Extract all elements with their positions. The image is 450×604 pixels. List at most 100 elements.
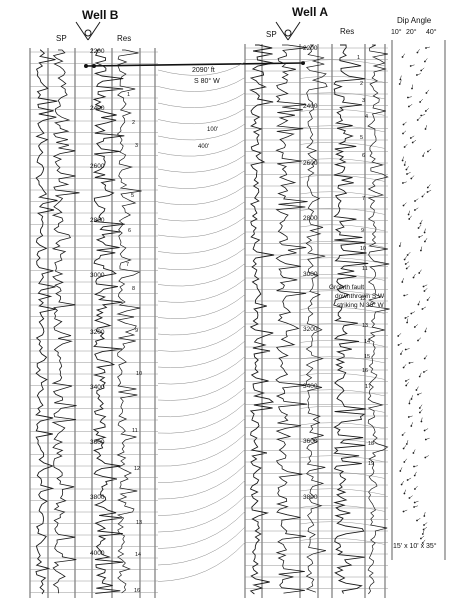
dip-tail bbox=[413, 465, 418, 467]
correlation-curve bbox=[157, 495, 246, 533]
dip-tail bbox=[416, 386, 419, 391]
well-a-zone-number: 12 bbox=[360, 296, 366, 302]
dip-tail bbox=[422, 193, 426, 197]
dip-tail bbox=[427, 189, 432, 193]
dip-tail bbox=[424, 288, 428, 292]
well-a-zone-number: 14 bbox=[364, 339, 370, 345]
well-a-depth-label: 3200 bbox=[303, 326, 318, 333]
well-b-depth-label: 3200 bbox=[90, 329, 105, 336]
correlation-curve bbox=[157, 77, 246, 92]
continuation-curve bbox=[299, 125, 386, 133]
well-a-zone-number: 1 bbox=[357, 55, 360, 61]
dip-tail bbox=[414, 471, 417, 476]
correlation-line bbox=[84, 61, 305, 68]
dip-tail bbox=[400, 350, 403, 355]
dip-tail bbox=[404, 458, 407, 463]
dip-tail bbox=[425, 327, 427, 332]
dip-tail bbox=[416, 518, 421, 521]
continuation-curve bbox=[299, 59, 386, 67]
well-a-zone-number: 6 bbox=[362, 153, 365, 159]
dip-tail bbox=[418, 269, 422, 274]
dip-tail bbox=[410, 64, 415, 67]
dip-tail bbox=[402, 181, 407, 184]
continuation-curve bbox=[299, 142, 386, 149]
well-a-depth-label: 3600 bbox=[303, 438, 318, 445]
continuation-curve bbox=[299, 257, 386, 265]
dip-tail bbox=[421, 114, 426, 116]
dip-tail bbox=[405, 315, 410, 319]
well-b-depth-label: 2200 bbox=[90, 48, 105, 55]
well-a-depth-label: 3400 bbox=[303, 383, 318, 390]
well-a-title: Well A bbox=[292, 5, 328, 19]
correlation-curve bbox=[157, 108, 246, 125]
dip-tail bbox=[407, 477, 412, 481]
dip-tail bbox=[402, 278, 404, 283]
dip-tail bbox=[411, 395, 413, 400]
continuation-curve bbox=[299, 109, 386, 116]
well-b-zone-number: 11 bbox=[132, 428, 138, 434]
well-b-zone-number: 5 bbox=[131, 193, 134, 199]
well-a-zone-number: 18 bbox=[368, 441, 374, 447]
dip-tail bbox=[408, 210, 410, 215]
dip-tail bbox=[424, 58, 428, 62]
dip-tail bbox=[414, 505, 418, 508]
dip-tail bbox=[410, 135, 415, 139]
dip-tail bbox=[417, 337, 422, 341]
well-a-zone-number: 5 bbox=[360, 135, 363, 141]
well-a-symbol-icon bbox=[275, 21, 301, 41]
dip-tail bbox=[424, 512, 426, 517]
well-a-zone-number: 7 bbox=[362, 196, 365, 202]
dip-tail bbox=[423, 369, 428, 373]
correlation-distance: 2090' ft bbox=[192, 67, 215, 74]
dip-tail bbox=[417, 392, 422, 395]
well-a-res-label: Res bbox=[340, 27, 354, 36]
well-b-sp-label: SP bbox=[56, 34, 67, 43]
dip-tail bbox=[408, 415, 413, 418]
well-b-zone-number: 12 bbox=[134, 466, 140, 472]
dip-tail bbox=[425, 46, 430, 49]
correlation-curve bbox=[157, 480, 246, 516]
dip-tail bbox=[419, 98, 423, 103]
dip-tail bbox=[417, 49, 420, 53]
continuation-curve bbox=[299, 76, 386, 83]
dip-tail bbox=[411, 422, 413, 427]
continuation-curve bbox=[299, 356, 386, 364]
well-a-depth-label: 3000 bbox=[303, 271, 318, 278]
well-a-depth-label: 3800 bbox=[303, 494, 318, 501]
dip-tail bbox=[414, 207, 419, 211]
dip-tail bbox=[403, 509, 408, 512]
dip-tail bbox=[424, 355, 428, 359]
dip-tail bbox=[413, 449, 416, 454]
dip-tail bbox=[419, 235, 423, 238]
dip-tail bbox=[399, 242, 402, 247]
well-b-depth-label: 3800 bbox=[90, 494, 105, 501]
correlation-curve bbox=[157, 247, 246, 271]
correlation-curve bbox=[157, 61, 246, 76]
dip-tail bbox=[405, 261, 410, 265]
well-a-depth-label: 2200 bbox=[303, 45, 318, 52]
offset-label-a: 100' bbox=[207, 127, 218, 133]
continuation-curve bbox=[299, 373, 386, 380]
correlation-curve bbox=[157, 449, 246, 483]
dip-tail bbox=[407, 96, 412, 98]
correlation-curve bbox=[157, 201, 246, 222]
well-a-res-curve-2 bbox=[367, 44, 390, 595]
dip-tail bbox=[411, 84, 413, 89]
dip-tail bbox=[409, 215, 412, 220]
well-b-depth-label: 3000 bbox=[90, 272, 105, 279]
fault-note-line1: Growth fault bbox=[329, 284, 364, 291]
dip-scale-note: 15' x 10' x 35° bbox=[393, 542, 437, 550]
correlation-curve bbox=[157, 418, 246, 450]
zone-numbers: 1235678910111213141612345679101112131415… bbox=[126, 55, 374, 594]
well-b-zone-number: 8 bbox=[132, 286, 135, 292]
dip-tail bbox=[424, 238, 428, 242]
dip-tail bbox=[427, 184, 431, 188]
dip-tail bbox=[409, 495, 413, 499]
dipmeter-tadpoles bbox=[397, 46, 432, 544]
dip-tail bbox=[427, 296, 431, 301]
correlation-curve bbox=[157, 92, 246, 108]
correlation-curve bbox=[157, 139, 246, 157]
dip-tail bbox=[425, 437, 430, 440]
dip-tail bbox=[408, 104, 413, 107]
well-a-zone-number: 16 bbox=[362, 368, 368, 374]
